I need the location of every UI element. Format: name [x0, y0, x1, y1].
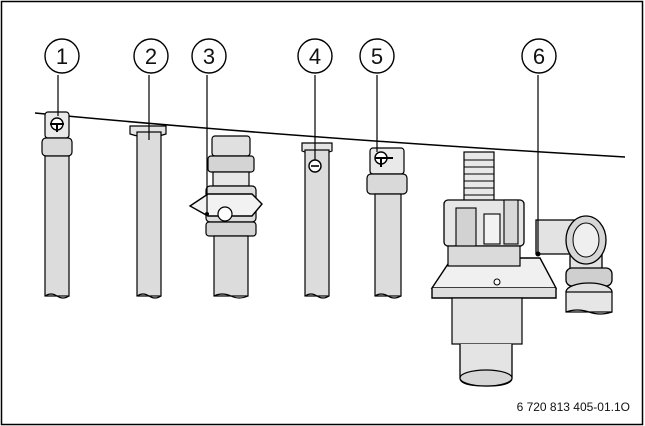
callout-4: 4	[297, 38, 333, 160]
callout-3: 3	[191, 38, 227, 212]
callout-number: 6	[533, 44, 545, 69]
figure-reference-code: 6 720 813 405-01.1O	[517, 400, 630, 414]
pipe	[136, 131, 162, 297]
pipe-3-assembly	[188, 135, 263, 299]
valve-lever-icon	[188, 193, 263, 217]
pipe	[44, 155, 70, 297]
siphon-assembly	[430, 151, 613, 387]
pipe	[213, 235, 249, 297]
union-nut	[211, 135, 251, 157]
pipe-4-assembly	[301, 142, 333, 299]
callout-6: 6	[521, 38, 557, 257]
nut	[41, 137, 73, 157]
boiler-underside-line	[34, 112, 626, 158]
callout-number: 2	[145, 44, 157, 69]
pipe-2-assembly	[129, 125, 167, 299]
pipe-5-assembly	[366, 147, 408, 299]
callout-number: 4	[309, 44, 321, 69]
pipe	[374, 193, 402, 297]
callout-number: 3	[203, 44, 215, 69]
callout-1: 1	[44, 38, 80, 116]
callout-2: 2	[133, 38, 169, 140]
callout-5: 5	[359, 38, 395, 152]
callout-number: 5	[371, 44, 383, 69]
pipe-1-assembly	[41, 111, 73, 299]
callout-number: 1	[56, 44, 68, 69]
nut	[366, 173, 408, 195]
